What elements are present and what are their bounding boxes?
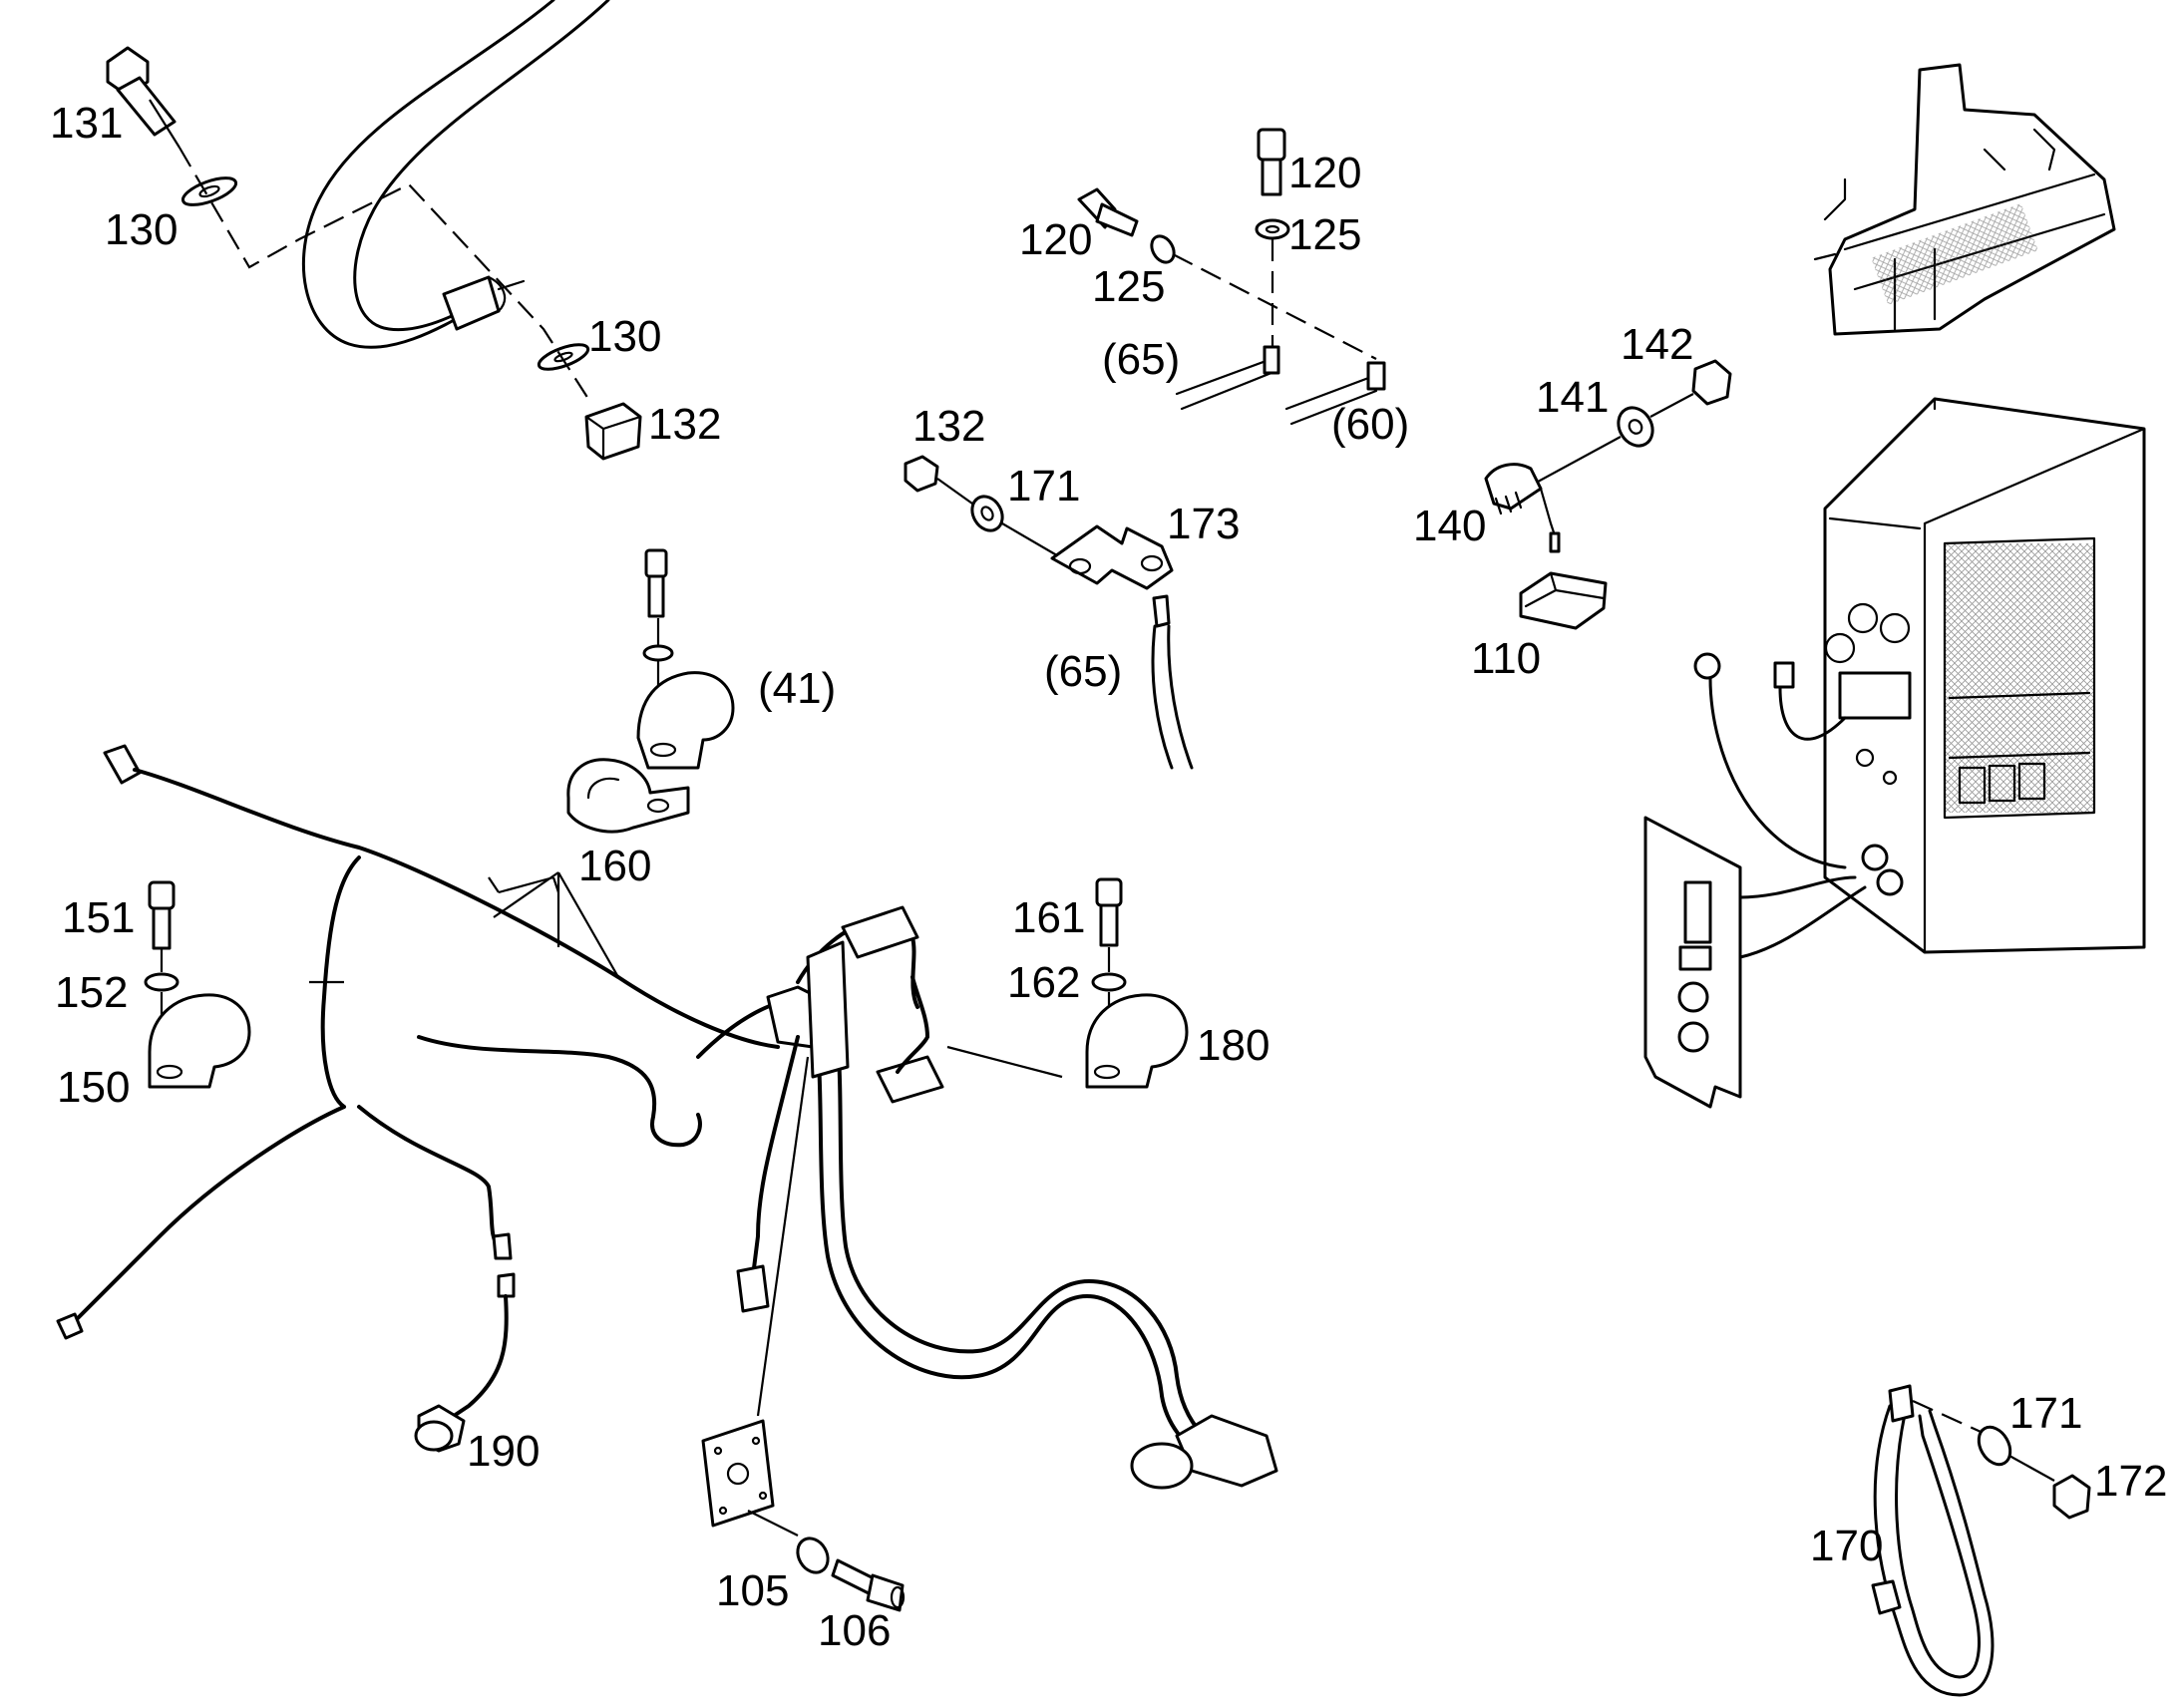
callout-125-horizontal: 125 (1092, 262, 1165, 311)
hose-assembly (301, 0, 610, 349)
callout-130-top: 130 (105, 205, 178, 254)
top-module (1813, 63, 2116, 336)
washer-105 (796, 1537, 830, 1574)
washer-130-bottom (537, 343, 590, 371)
callout-172: 172 (2094, 1457, 2167, 1506)
callout-130-bottom: 130 (588, 312, 661, 361)
callout-190: 190 (467, 1427, 540, 1476)
callout-132-middle: 132 (912, 402, 985, 451)
callout-110: 110 (1471, 634, 1541, 683)
callout-65-lower: (65) (1044, 647, 1122, 696)
callout-173: 173 (1167, 500, 1240, 548)
clamp-150 (148, 993, 251, 1089)
callout-120-vertical: 120 (1288, 149, 1361, 197)
screw-151 (144, 880, 180, 1022)
cable-65-lower (1151, 594, 1194, 770)
cabinet-wires (1693, 652, 1867, 959)
nut-142 (1691, 359, 1732, 406)
callout-151: 151 (62, 893, 135, 942)
callout-105: 105 (716, 1566, 789, 1615)
cable-170 (1871, 1384, 1995, 1697)
clamp-160 (566, 758, 690, 834)
cover-110 (1519, 571, 1608, 630)
side-panel (1643, 816, 1742, 1109)
cable-60-end (1284, 361, 1386, 426)
wire-harness (56, 744, 1278, 1490)
callout-161: 161 (1012, 893, 1085, 942)
callout-170: 170 (1810, 1522, 1883, 1570)
callout-160: 160 (578, 842, 651, 890)
callout-141: 141 (1536, 373, 1609, 422)
bolt-106 (831, 1558, 906, 1612)
screw-131 (106, 46, 177, 137)
callout-152: 152 (55, 968, 128, 1017)
cable-65-end (1175, 345, 1280, 411)
washer-171-middle (970, 495, 1004, 532)
callout-65-top: (65) (1102, 335, 1180, 384)
washer-130-top (181, 176, 238, 206)
callout-171-middle: 171 (1007, 462, 1080, 511)
washer-171-bottom (1977, 1425, 2012, 1467)
control-cabinet (1823, 397, 2146, 954)
callout-142: 142 (1621, 320, 1693, 369)
callout-171-bottom: 171 (2009, 1389, 2082, 1438)
callout-180: 180 (1197, 1021, 1270, 1070)
washer-141 (1617, 406, 1654, 448)
callout-120-horizontal: 120 (1019, 215, 1092, 264)
callout-132-top: 132 (648, 400, 721, 449)
nut-172 (2052, 1474, 2091, 1520)
switch-140 (1484, 463, 1561, 553)
callout-131: 131 (50, 99, 123, 148)
clamp-180 (1085, 993, 1189, 1089)
nut-132-middle (904, 455, 939, 493)
callout-162: 162 (1007, 958, 1080, 1007)
callout-106: 106 (818, 1606, 891, 1655)
callout-150: 150 (57, 1063, 130, 1112)
screw-161 (1091, 877, 1127, 1022)
callout-60: (60) (1331, 400, 1409, 449)
bracket-173 (1050, 524, 1174, 590)
callout-140: 140 (1413, 502, 1486, 550)
callout-41: (41) (758, 664, 836, 713)
sensor-190 (414, 1420, 454, 1452)
bolt-120-horizontal (1077, 187, 1176, 264)
clamp-41 (636, 671, 735, 770)
bolt-120-vertical (1255, 128, 1290, 240)
nut-132-top (584, 402, 642, 461)
leader-dash-130 (179, 147, 589, 400)
screw-clamp-41 (642, 548, 674, 698)
plate (701, 1419, 775, 1528)
callout-125-vertical: 125 (1288, 210, 1361, 259)
